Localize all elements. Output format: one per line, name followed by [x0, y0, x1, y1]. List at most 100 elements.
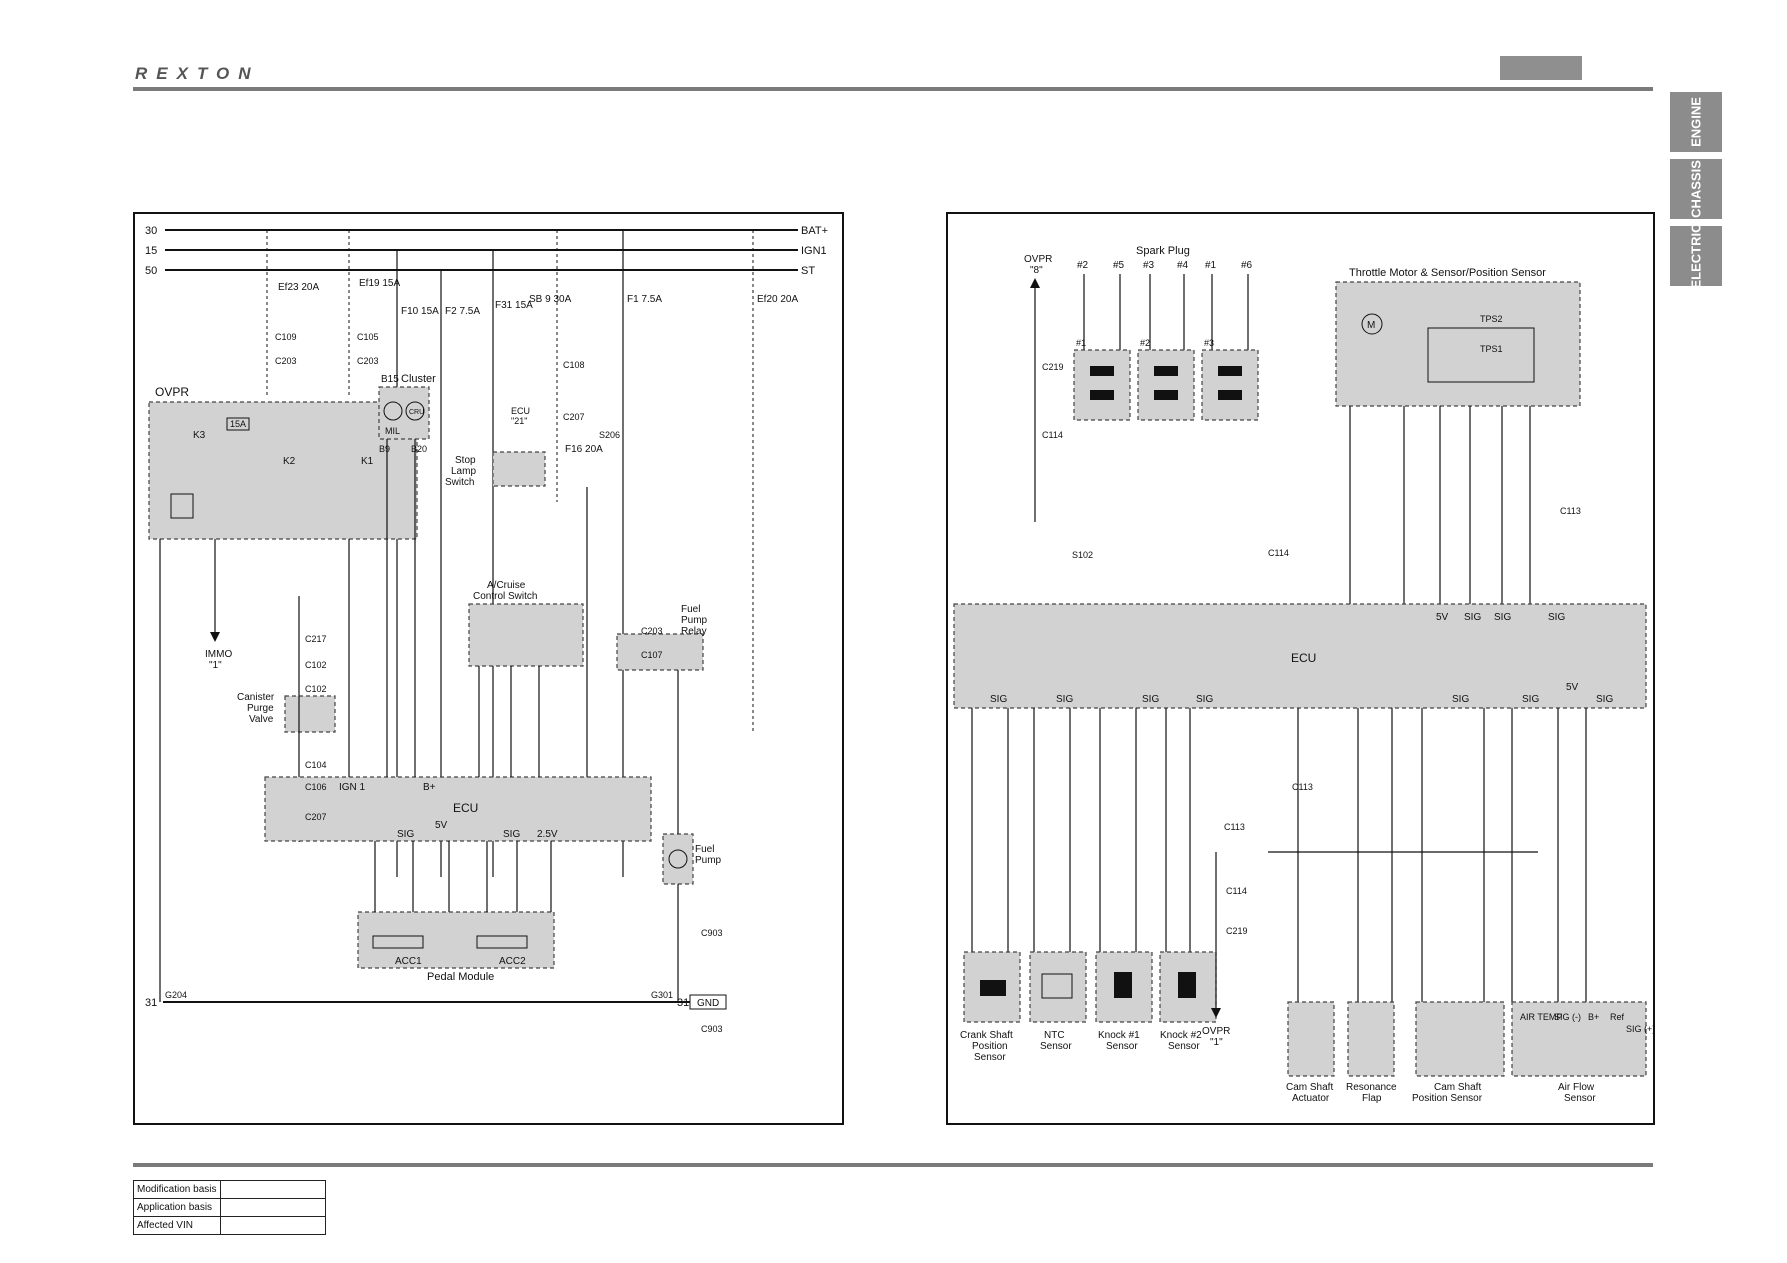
fuse-f1: F1 7.5A [627, 294, 662, 305]
modification-table: Modification basis Application basis Aff… [133, 1180, 326, 1235]
right-diagram-frame [946, 212, 1655, 1125]
spark-out-1: #1 [1205, 260, 1217, 271]
stop-lamp-label-2: Lamp [451, 466, 476, 477]
crank-label-1: Crank Shaft [960, 1030, 1013, 1041]
conn-c114-b: C114 [1268, 548, 1289, 558]
crank-sensor-icon [980, 980, 1006, 996]
spark-out-5: #5 [1113, 260, 1125, 271]
crank-sensor-box [963, 951, 1021, 1023]
coil-2-label: #2 [1140, 338, 1150, 348]
header-divider [133, 87, 1653, 91]
conn-c219-a: C219 [1042, 362, 1064, 372]
app-basis-value [220, 1198, 326, 1217]
ecu-bot-sig-2: SIG [1056, 694, 1073, 705]
cluster-id: B15 [381, 374, 399, 385]
rail-15-num: 15 [145, 245, 157, 257]
air-flow-sensor-box [1511, 1001, 1647, 1077]
resonance-label-1: Resonance [1346, 1082, 1397, 1093]
cam-actuator-label-1: Cam Shaft [1286, 1082, 1333, 1093]
ovpr1-label: OVPR [1202, 1026, 1230, 1037]
coil-1-label: #1 [1076, 338, 1086, 348]
conn-c113-c: C113 [1224, 822, 1245, 832]
left-ecu-box [264, 776, 652, 842]
ignition-coil-1 [1073, 349, 1131, 421]
tab-electric[interactable]: ELECTRIC [1670, 224, 1722, 289]
conn-c106: C106 [305, 782, 327, 792]
ovpr8-arrow-icon [1030, 278, 1040, 288]
knock2-label-2: Sensor [1168, 1041, 1200, 1052]
conn-c102-a: C102 [305, 660, 327, 670]
resonance-flap-box [1347, 1001, 1395, 1077]
left-diagram-frame [133, 212, 844, 1125]
rail-ign-label: IGN1 [801, 245, 827, 257]
maf-pin-ref: Ref [1610, 1012, 1625, 1022]
vin-label: Affected VIN [133, 1216, 221, 1235]
spark-out-2: #2 [1077, 260, 1089, 271]
crank-label-2: Position [972, 1041, 1008, 1052]
ecu-bplus-label: B+ [423, 782, 436, 793]
acc2-sensor [476, 935, 528, 949]
conn-s102: S102 [1072, 550, 1093, 560]
spark-plug-title: Spark Plug [1136, 245, 1190, 257]
acc2-label: ACC2 [499, 956, 526, 967]
conn-c903-b: C903 [701, 1024, 723, 1034]
resonance-label-2: Flap [1362, 1093, 1382, 1104]
conn-s206: S206 [599, 430, 620, 440]
right-wiring-diagram: Spark Plug #2 #5 #3 #4 #1 #6 #1 #2 #3 OV… [946, 212, 1655, 1125]
conn-c105: C105 [357, 332, 379, 342]
maf-label-2: Sensor [1564, 1093, 1596, 1104]
ovpr1-sub: "1" [1210, 1037, 1223, 1048]
fuse-branches: Ef23 20A Ef19 15A F10 15A F2 7.5A F31 15… [266, 230, 798, 877]
conn-c203-b: C203 [357, 356, 379, 366]
ground-g301: G301 [651, 990, 673, 1000]
ecu21-ref-sub: "21" [511, 416, 527, 426]
cluster-box [378, 386, 430, 440]
fuel-relay-label-3: Relay [681, 626, 707, 637]
ecu-bot-sig-7: SIG [1596, 694, 1613, 705]
ground-num-right: 31 [677, 997, 689, 1009]
mod-basis-label: Modification basis [133, 1180, 221, 1199]
ecu-top-5v: 5V [1436, 612, 1449, 623]
conn-c114-c: C114 [1226, 886, 1247, 896]
maf-pin-bplus: B+ [1588, 1012, 1599, 1022]
ovpr-label: OVPR [155, 385, 189, 399]
tab-engine[interactable]: ENGINE [1670, 92, 1722, 152]
knock1-label-1: Knock #1 [1098, 1030, 1140, 1041]
cruise-label-2: Control Switch [473, 591, 537, 602]
left-wiring-diagram: 30 15 50 BAT+ IGN1 ST Ef23 20A Ef19 15A … [133, 212, 844, 1125]
left-ecu-label: ECU [453, 801, 478, 815]
conn-c219-b: C219 [1226, 926, 1248, 936]
ecu-top-sig-2: SIG [1494, 612, 1511, 623]
conn-c203-a: C203 [275, 356, 297, 366]
power-rails: 30 15 50 BAT+ IGN1 ST [145, 225, 828, 277]
ovpr8-label: OVPR [1024, 254, 1052, 265]
conn-c903-a: C903 [701, 928, 723, 938]
ntc-sensor-icon [1041, 973, 1073, 999]
tab-chassis[interactable]: CHASSIS [1670, 159, 1722, 219]
fuse-f2: F2 7.5A [445, 306, 480, 317]
conn-c114-a: C114 [1042, 430, 1063, 440]
fuse-ef20: Ef20 20A [757, 294, 798, 305]
vin-value [220, 1216, 326, 1235]
conn-c109: C109 [275, 332, 297, 342]
immo-label: IMMO [205, 649, 232, 660]
ecu21-ref: ECU [511, 406, 530, 416]
rail-bat-label: BAT+ [801, 225, 828, 237]
knock2-label-1: Knock #2 [1160, 1030, 1202, 1041]
ground-num-left: 31 [145, 997, 157, 1009]
spark-out-4: #4 [1177, 260, 1189, 271]
relay-k3: K3 [193, 430, 206, 441]
conn-c207-b: C207 [305, 812, 327, 822]
app-basis-label: Application basis [133, 1198, 221, 1217]
fuse-sb9: SB 9 30A [529, 294, 572, 305]
canister-label-2: Purge [247, 703, 274, 714]
tps1-label: TPS1 [1480, 344, 1503, 354]
canister-valve-box [284, 695, 336, 733]
ovpr1-arrow-icon [1211, 1008, 1221, 1018]
right-ecu-label: ECU [1291, 651, 1316, 665]
cam-actuator-box [1287, 1001, 1335, 1077]
ovpr-fuse-label: 15A [230, 419, 246, 429]
brand-logo: REXTON [135, 64, 260, 83]
crank-label-3: Sensor [974, 1052, 1006, 1063]
cru-lamp-icon [405, 401, 425, 421]
